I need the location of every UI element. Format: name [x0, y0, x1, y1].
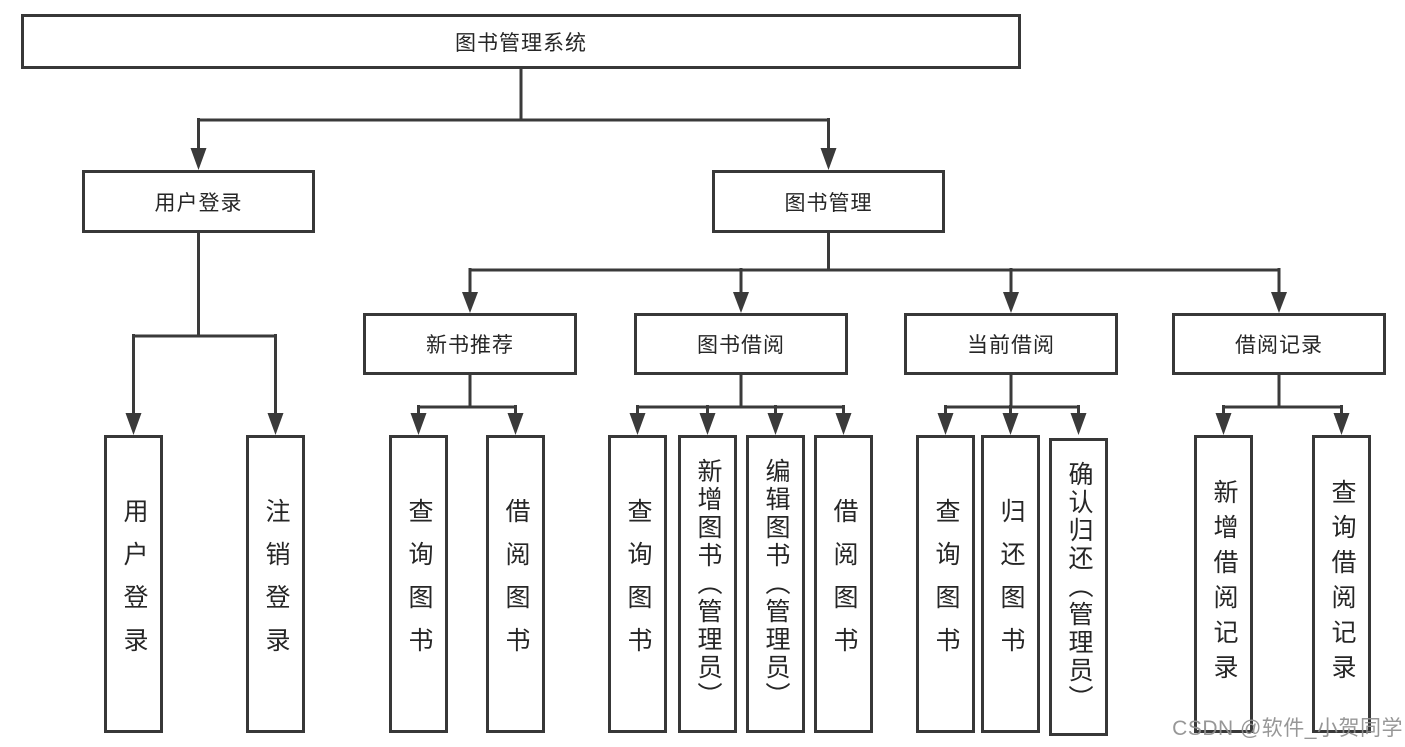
node-user-login: 用户登录 — [82, 170, 315, 233]
node-borrow-records-label: 借阅记录 — [1235, 334, 1323, 357]
node-root-label: 图书管理系统 — [455, 31, 587, 55]
leaf-return-book: 归还图书 — [981, 435, 1040, 733]
leaf-add-book-admin-label: 新增图书（管理员） — [694, 458, 722, 710]
leaf-query-books-recommend-label: 查询图书 — [405, 498, 433, 670]
leaf-add-borrow-record-label: 新增借阅记录 — [1210, 479, 1238, 689]
connector-book-borrow-subtree — [636, 375, 845, 416]
leaf-query-borrow-record: 查询借阅记录 — [1312, 435, 1371, 733]
node-root: 图书管理系统 — [21, 14, 1021, 69]
arrowheads — [125, 148, 1350, 435]
leaf-user-login: 用户登录 — [104, 435, 163, 733]
node-book-management-label: 图书管理 — [784, 191, 873, 215]
leaf-borrow-books-recommend: 借阅图书 — [486, 435, 545, 733]
leaf-borrow-books-recommend-label: 借阅图书 — [502, 498, 530, 670]
connector-user-login-subtree — [132, 233, 277, 416]
node-book-borrow-label: 图书借阅 — [697, 334, 785, 357]
connector-book-management-subtree — [468, 233, 1281, 294]
leaf-confirm-return-admin: 确认归还（管理员） — [1049, 438, 1108, 736]
leaf-confirm-return-admin-label: 确认归还（管理员） — [1065, 461, 1093, 713]
leaf-edit-book-admin: 编辑图书（管理员） — [746, 435, 805, 733]
node-book-management: 图书管理 — [712, 170, 945, 233]
node-new-book-recommend: 新书推荐 — [363, 313, 577, 375]
node-current-borrow-label: 当前借阅 — [967, 334, 1055, 357]
leaf-logout-label: 注销登录 — [262, 498, 290, 670]
node-borrow-records: 借阅记录 — [1172, 313, 1386, 375]
leaf-edit-book-admin-label: 编辑图书（管理员） — [762, 458, 790, 710]
node-book-borrow: 图书借阅 — [634, 313, 848, 375]
leaf-query-books-borrow: 查询图书 — [608, 435, 667, 733]
leaf-borrow-books: 借阅图书 — [814, 435, 873, 733]
node-current-borrow: 当前借阅 — [904, 313, 1118, 375]
leaf-logout: 注销登录 — [246, 435, 305, 733]
leaf-add-book-admin: 新增图书（管理员） — [678, 435, 737, 733]
node-new-book-recommend-label: 新书推荐 — [426, 334, 514, 357]
connector-current-borrow-subtree — [944, 375, 1080, 416]
leaf-borrow-books-label: 借阅图书 — [830, 498, 858, 670]
leaf-return-book-label: 归还图书 — [997, 498, 1025, 670]
leaf-query-books-current-label: 查询图书 — [932, 498, 960, 670]
leaf-query-books-borrow-label: 查询图书 — [624, 498, 652, 670]
leaf-query-books-recommend: 查询图书 — [389, 435, 448, 733]
leaf-query-borrow-record-label: 查询借阅记录 — [1328, 479, 1356, 689]
connector-new-book-subtree — [417, 375, 517, 416]
leaf-add-borrow-record: 新增借阅记录 — [1194, 435, 1253, 733]
leaf-user-login-label: 用户登录 — [120, 498, 148, 670]
leaf-query-books-current: 查询图书 — [916, 435, 975, 733]
node-user-login-label: 用户登录 — [154, 191, 243, 215]
connector-borrow-records-subtree — [1222, 375, 1343, 416]
connector-root-to-level2 — [197, 68, 830, 150]
